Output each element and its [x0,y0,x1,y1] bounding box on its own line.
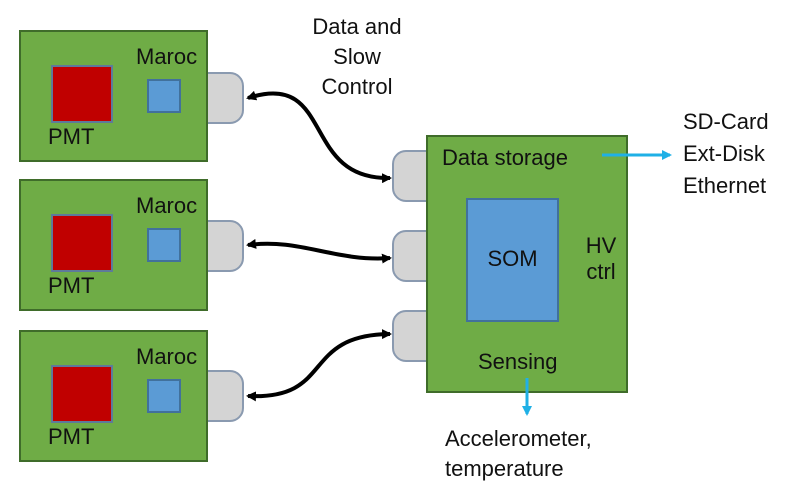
pmt-board-2: PMT Maroc [19,179,208,311]
maroc-chip [147,379,181,413]
maroc-label: Maroc [136,193,198,218]
maroc-label: Maroc [136,44,198,69]
link-label: Data and Slow Control [312,14,402,99]
main-board: Data storage SOM HV ctrl Sensing [426,135,628,393]
som-label: SOM [487,246,538,271]
link-arrow-1 [246,90,392,184]
maroc-chip [147,79,181,113]
pmt-block [51,214,113,272]
som-block [466,198,559,322]
pmt-board-3: PMT Maroc [19,330,208,462]
sensing-label: Sensing [478,349,558,374]
link-arrow-2 [246,238,392,264]
pmt-block [51,65,113,123]
data-storage-label: Data storage [442,145,568,170]
pmt-label: PMT [48,424,95,449]
pmt-label: PMT [48,273,95,298]
pmt-block [51,365,113,423]
pmt-board-1: PMT Maroc [19,30,208,162]
storage-targets-label: SD-Card Ext-Disk Ethernet [683,109,769,198]
maroc-label: Maroc [136,344,198,369]
sensors-label: Accelerometer, temperature [445,426,592,481]
hv-ctrl-label: HV ctrl [585,233,617,284]
maroc-chip [147,228,181,262]
link-arrow-3 [246,329,392,402]
pmt-label: PMT [48,124,95,149]
